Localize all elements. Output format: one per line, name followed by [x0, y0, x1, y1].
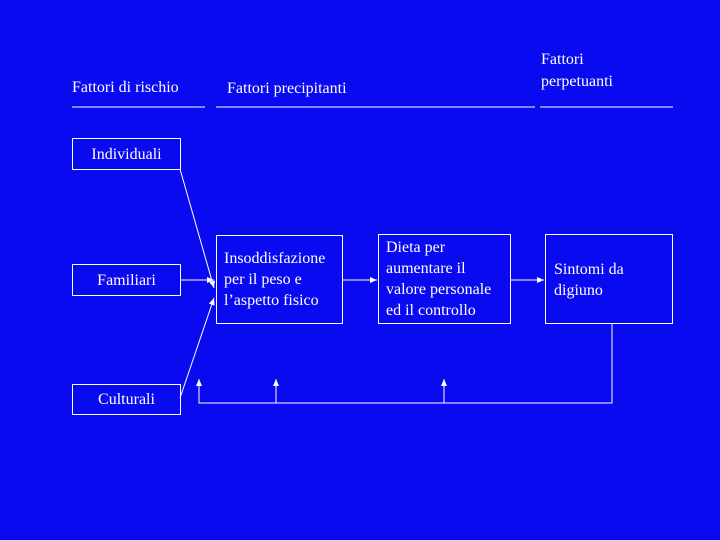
arrow-individual-to-dissatisfaction: [179, 168, 215, 289]
box-weight-dissatisfaction-label: Insoddisfazione per il peso e l’aspetto …: [224, 250, 326, 309]
box-cultural: Culturali: [72, 384, 181, 415]
box-fasting-symptoms: Sintomi da digiuno: [545, 234, 673, 324]
box-diet-label: Dieta per aumentare il valore personale …: [386, 239, 492, 319]
box-weight-dissatisfaction: Insoddisfazione per il peso e l’aspetto …: [216, 235, 343, 324]
feedback-loop-line: [196, 324, 613, 404]
box-individual: Individuali: [72, 138, 181, 170]
header-risk-factors: Fattori di rischio: [72, 79, 179, 96]
box-fasting-symptoms-label: Sintomi da digiuno: [554, 261, 624, 299]
box-individual-label: Individuali: [91, 145, 162, 163]
arrow-cultural-to-dissatisfaction: [179, 297, 215, 399]
header-precipitating-factors: Fattori precipitanti: [227, 80, 347, 97]
box-diet: Dieta per aumentare il valore personale …: [378, 234, 511, 324]
box-family-label: Familiari: [97, 271, 156, 289]
box-family: Familiari: [72, 264, 181, 296]
box-cultural-label: Culturali: [98, 391, 155, 408]
header-perpetuating-factors: Fattori perpetuanti: [541, 51, 613, 90]
